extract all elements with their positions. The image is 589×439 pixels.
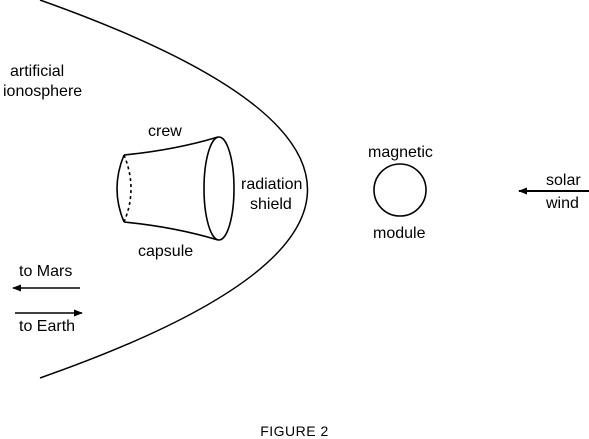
label-solar: solar — [546, 172, 581, 189]
label-ionosphere: ionosphere — [3, 83, 82, 100]
label-crew: crew — [148, 123, 182, 140]
label-wind: wind — [545, 195, 579, 212]
magnetic-module-circle — [373, 163, 427, 217]
capsule-back-rim-hidden — [123, 154, 132, 223]
label-magnetic: magnetic — [368, 144, 433, 161]
figure-caption: FIGURE 2 — [260, 423, 329, 439]
label-to-mars: to Mars — [19, 263, 72, 280]
label-radiation: radiation — [241, 176, 302, 193]
label-to-earth: to Earth — [19, 318, 75, 335]
label-artificial: artificial — [10, 63, 64, 80]
capsule-back-rim — [116, 154, 125, 223]
capsule-top-side — [123, 136, 219, 156]
ionosphere-boundary — [39, 0, 309, 379]
label-shield: shield — [250, 196, 292, 213]
label-module: module — [373, 225, 426, 242]
radiation-shield-disc — [203, 136, 235, 241]
crew-capsule-shape — [116, 136, 235, 241]
label-capsule: capsule — [138, 243, 193, 260]
capsule-bottom-side — [123, 221, 219, 241]
